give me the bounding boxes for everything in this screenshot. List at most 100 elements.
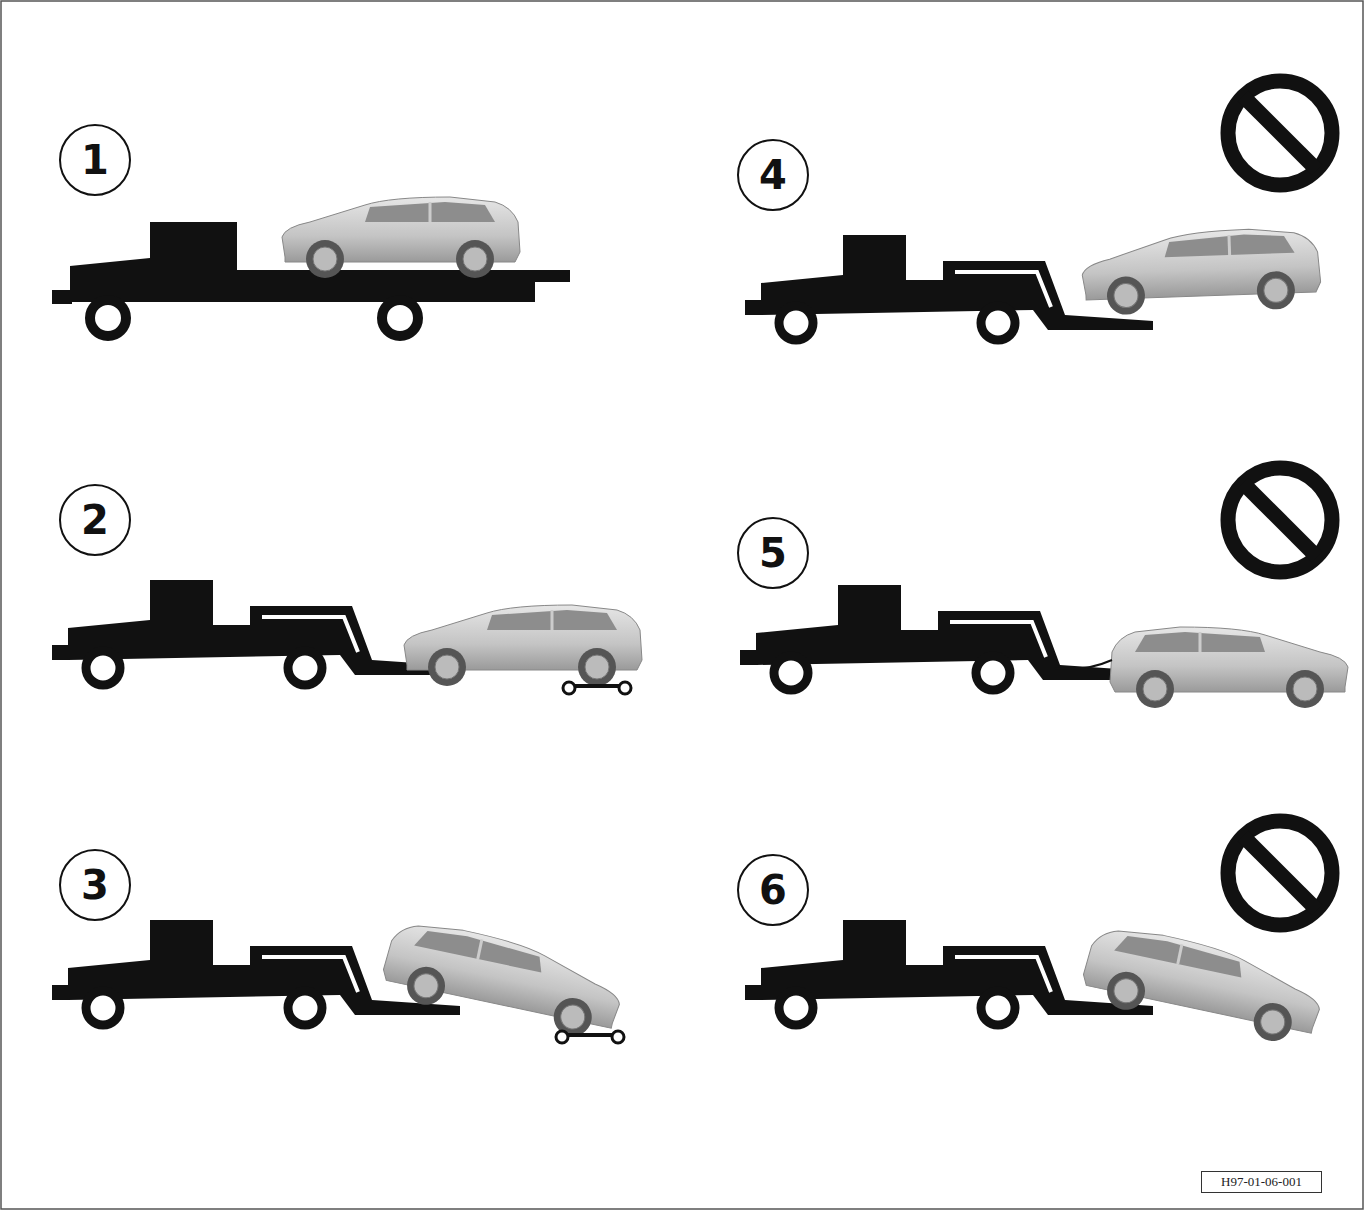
tow-dolly (556, 1031, 624, 1043)
dolly-wheel (612, 1031, 624, 1043)
truck-wheel (976, 656, 1010, 690)
prohibition-sign (1228, 81, 1332, 185)
car-window (487, 610, 617, 630)
truck-wheel (981, 991, 1015, 1025)
bumper (745, 985, 763, 1000)
dolly-bar (572, 684, 622, 688)
car-tire (403, 963, 448, 1008)
dolly-wheel (556, 1031, 568, 1043)
car-tire (428, 648, 466, 686)
sign-ring (1228, 468, 1332, 572)
car (1081, 227, 1322, 316)
car-rim (1263, 278, 1288, 303)
car-tire (1106, 276, 1145, 315)
sign-ring (1228, 81, 1332, 185)
node-text: 3 (81, 862, 109, 908)
car-pillar (1199, 632, 1202, 652)
truck-wheel (981, 306, 1015, 340)
car-tire (456, 240, 494, 278)
car-tire (1250, 999, 1295, 1044)
car-rim (435, 655, 459, 679)
car-rim (1114, 283, 1139, 308)
car-rim (1259, 1008, 1287, 1036)
car (282, 197, 520, 278)
car-pillar (478, 939, 482, 959)
car-window (1135, 632, 1265, 652)
callout-number: 4 (737, 139, 809, 211)
bumper (745, 300, 763, 315)
truck-body (756, 585, 1148, 680)
node-text: 5 (759, 530, 787, 576)
truck-wheel (86, 991, 120, 1025)
car-window (365, 202, 495, 222)
boom-line (262, 617, 358, 652)
callout-number: 3 (59, 849, 131, 921)
sign-ring (1228, 821, 1332, 925)
car (404, 605, 642, 686)
dolly-wheel (563, 682, 575, 694)
callout-number: 2 (59, 484, 131, 556)
boom-line (262, 957, 358, 992)
sign-bar (1243, 483, 1317, 557)
car-pillar (429, 202, 432, 222)
truck-wheel (90, 300, 126, 336)
car-rim (313, 247, 337, 271)
car-rim (463, 247, 487, 271)
car-rim (585, 655, 609, 679)
callout-number: 6 (737, 854, 809, 926)
car-rim (1143, 677, 1167, 701)
tow-dolly (563, 682, 631, 694)
sign-bar (1243, 96, 1317, 170)
node-text: 2 (81, 497, 109, 543)
figure-code: H97-01-06-001 (1201, 1171, 1322, 1193)
truck-wheel (774, 656, 808, 690)
dolly-wheel (619, 682, 631, 694)
truck-wheel (288, 991, 322, 1025)
wrecker-truck (52, 580, 460, 685)
prohibition-sign (1228, 821, 1332, 925)
car-illustrations (282, 197, 1348, 1050)
wrecker-truck (740, 585, 1148, 690)
car-pillar (1178, 944, 1182, 964)
boom-line (950, 622, 1046, 657)
car-tire (306, 240, 344, 278)
car-window (1114, 931, 1245, 978)
car (1078, 921, 1328, 1050)
sign-bar (1243, 836, 1317, 910)
car-rim (412, 972, 440, 1000)
car-pillar (551, 610, 554, 630)
truck-wheel (86, 651, 120, 685)
callout-number: 1 (59, 124, 131, 196)
callout-number: 5 (737, 517, 809, 589)
bumper (52, 645, 70, 660)
car-tire (1103, 968, 1148, 1013)
prohibition-signs (1228, 81, 1332, 925)
boom-line (955, 272, 1051, 307)
car-pillar (1227, 235, 1231, 255)
prohibition-sign (1228, 468, 1332, 572)
bumper (52, 290, 72, 304)
truck-illustrations (52, 222, 1153, 1025)
truck-wheel (288, 651, 322, 685)
car (1110, 627, 1348, 708)
car-rim (559, 1003, 587, 1031)
node-text: H97-01-06-001 (1221, 1174, 1302, 1190)
car-window (414, 926, 545, 973)
car-tire (1256, 271, 1295, 310)
truck-body (68, 580, 460, 675)
car (378, 916, 628, 1045)
bumper (52, 985, 70, 1000)
car-window (1164, 233, 1295, 258)
car-rim (1293, 677, 1317, 701)
truck-wheel (779, 991, 813, 1025)
truck-wheel (382, 300, 418, 336)
truck-wheel (779, 306, 813, 340)
node-text: 1 (81, 137, 109, 183)
node-text: 6 (759, 867, 787, 913)
tow-rope (1055, 660, 1112, 669)
car-tire (578, 648, 616, 686)
bumper (740, 650, 758, 665)
car-tire (1286, 670, 1324, 708)
car-rim (1112, 977, 1140, 1005)
